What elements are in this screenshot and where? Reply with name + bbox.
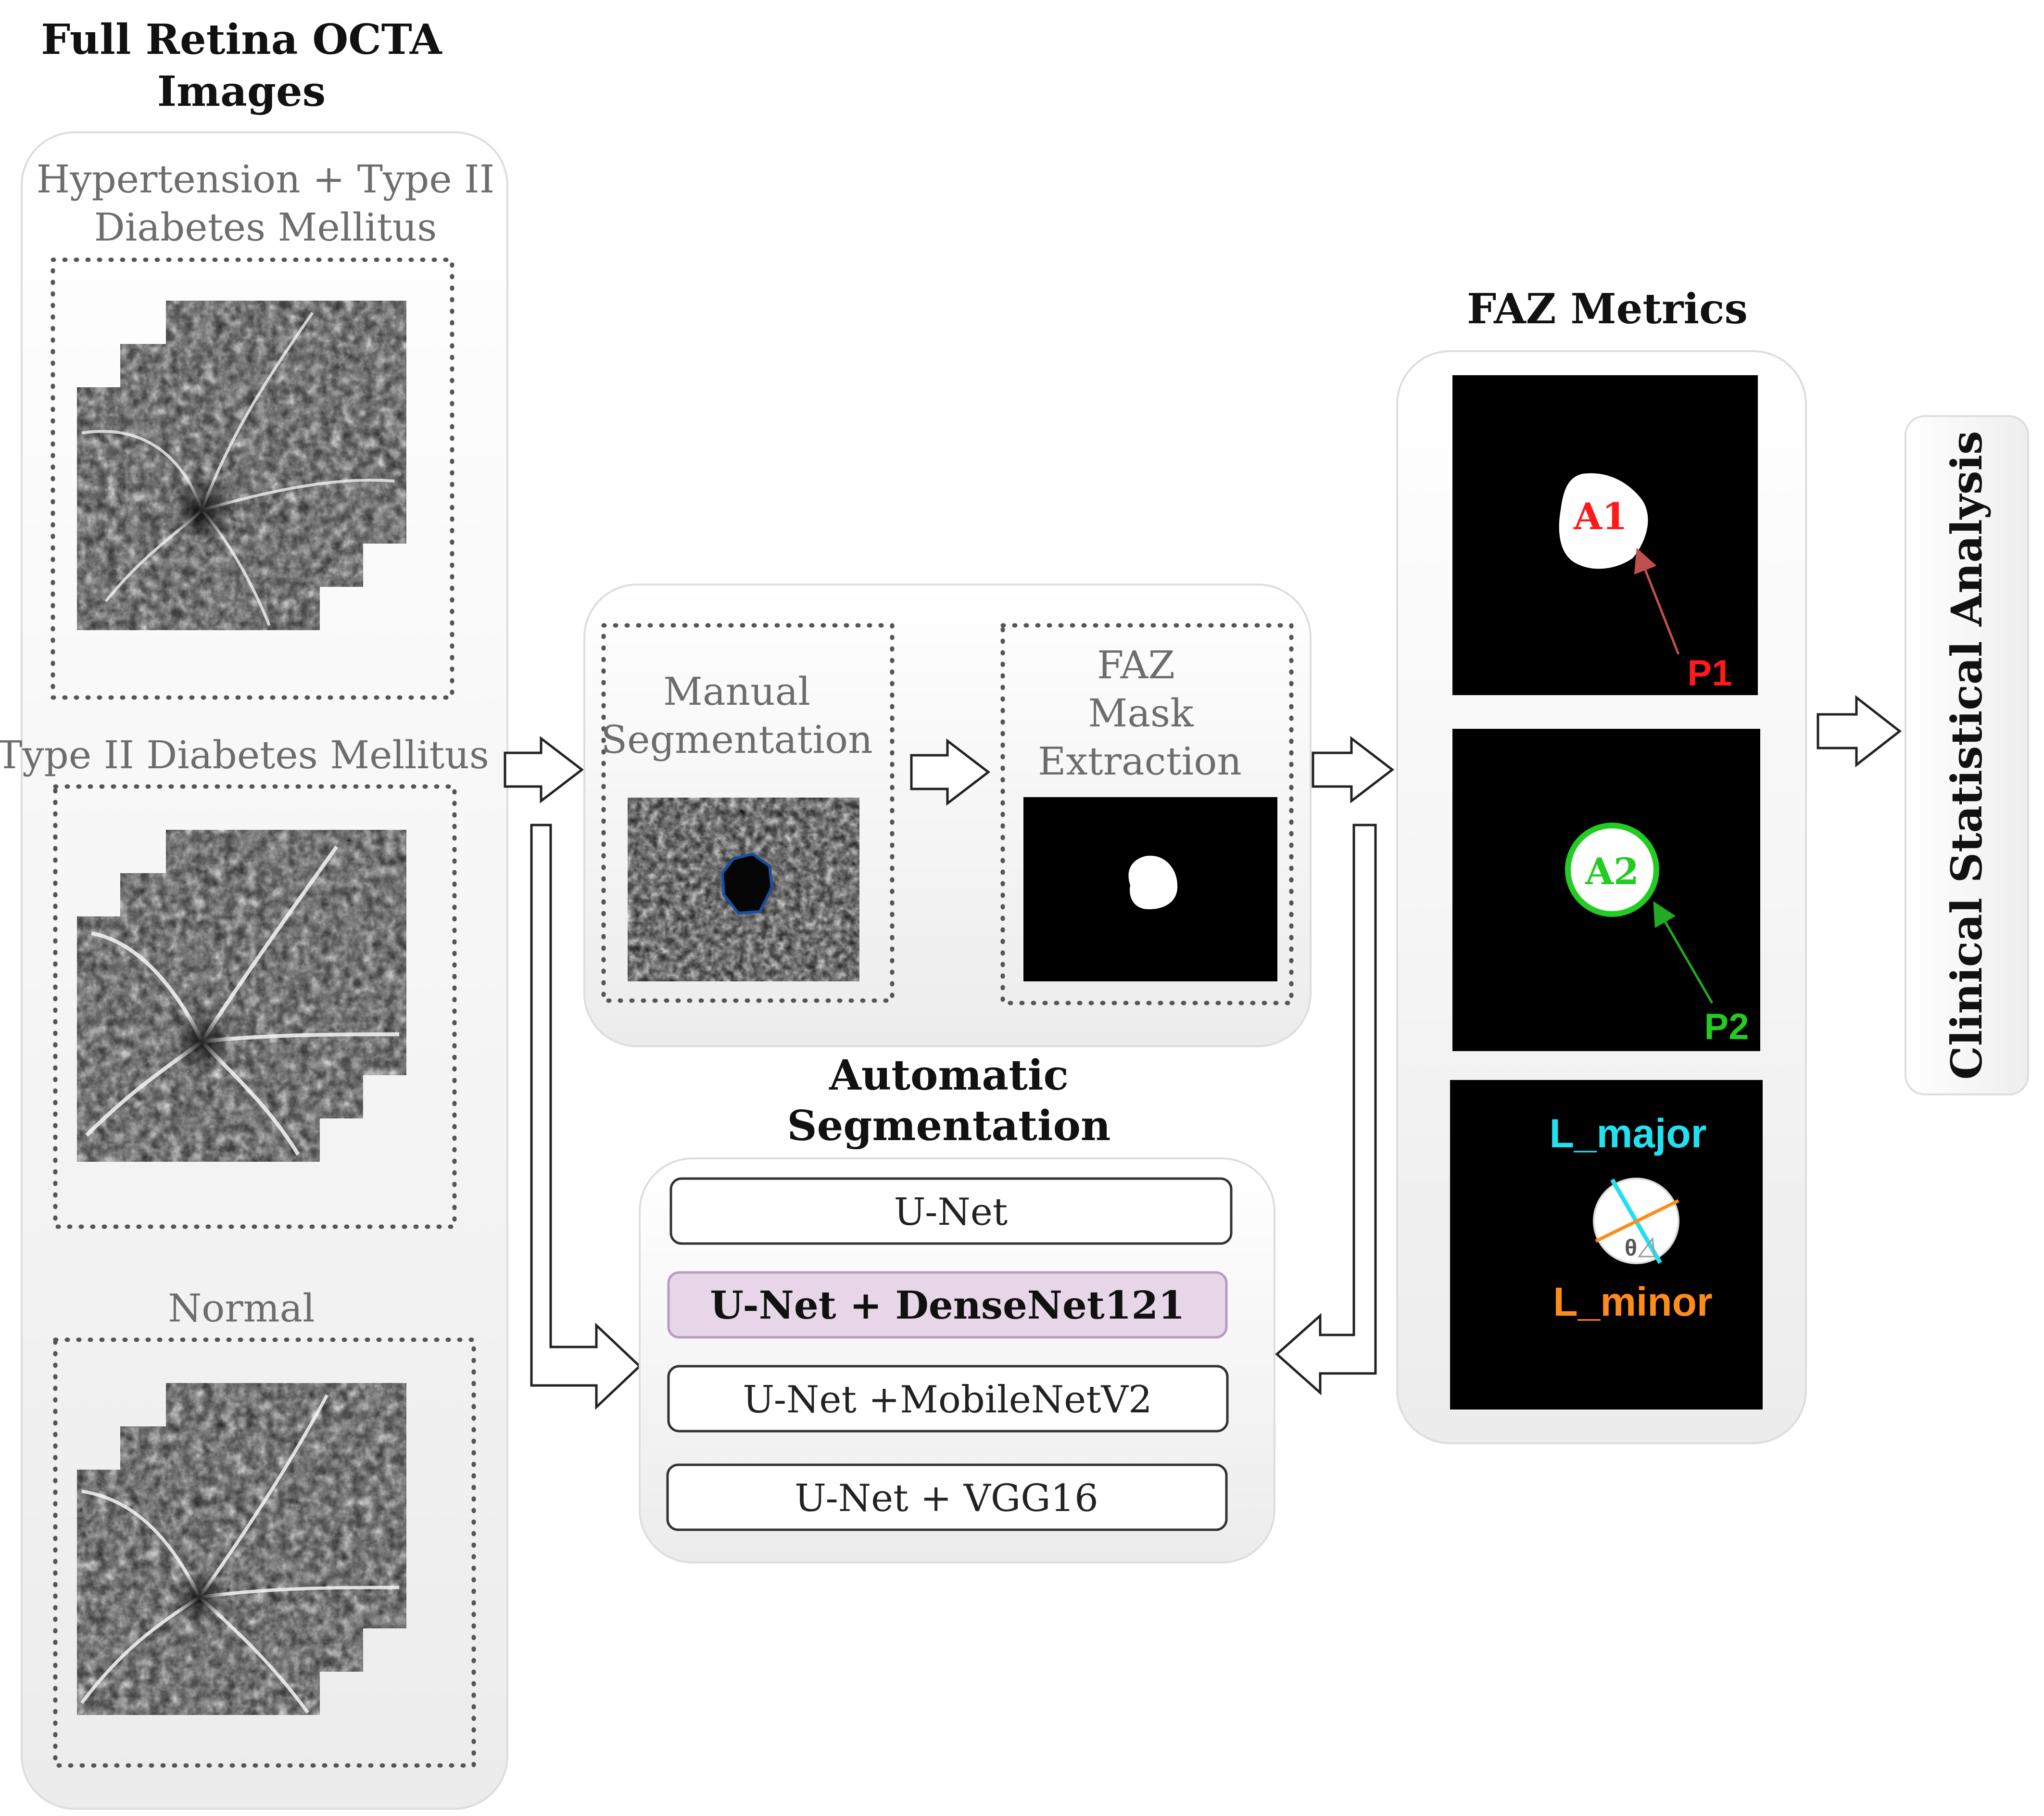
area-label: A1: [1573, 495, 1628, 538]
model-unet: U-Net: [669, 1177, 1233, 1245]
perimeter-arrow-1: [1634, 547, 1680, 655]
group-t2dm-label: Type II Diabetes Mellitus: [0, 733, 489, 777]
faz-label-line3: Extraction: [1038, 739, 1242, 784]
retina-image-hyp: [77, 301, 406, 630]
analysis-label: Clinical Statistical Analysis: [1942, 431, 1992, 1080]
group-normal-frame: [53, 1337, 476, 1768]
faz-mask-frame: [1000, 623, 1294, 1005]
metrics-title: FAZ Metrics: [1467, 285, 1748, 333]
group-normal-label: Normal: [168, 1286, 315, 1331]
group-t2dm-frame: [53, 784, 457, 1229]
arrow-manual-to-faz: [910, 738, 991, 806]
model-unet-vgg16-label: U-Net + VGG16: [795, 1477, 1098, 1520]
manual-label-line2: Segmentation: [601, 717, 872, 762]
analysis-panel: [1905, 415, 2029, 1095]
faz-mask-image: [1023, 797, 1277, 981]
auto-title-line2: Segmentation: [787, 1102, 1111, 1150]
metric-axis-tile: L_major θ L_minor: [1450, 1080, 1763, 1410]
retina-image-t2dm: [77, 830, 406, 1162]
group-hyp-frame: [50, 257, 454, 700]
group-hyp-label-line1: Hypertension + Type II: [37, 157, 495, 202]
model-unet-label: U-Net: [894, 1191, 1008, 1234]
arrow-metrics-to-auto: [1275, 824, 1377, 1396]
perimeter-label-2: P2: [1704, 1006, 1749, 1047]
faz-label-line1: FAZ: [1097, 643, 1175, 687]
manual-seg-frame: [601, 623, 895, 1003]
model-unet-mobilenetv2-label: U-Net +MobileNetV2: [743, 1378, 1152, 1422]
octa-title-line1: Full Retina OCTA: [41, 15, 442, 64]
model-unet-densenet121: U-Net + DenseNet121: [667, 1271, 1228, 1339]
faz-label-line2: Mask: [1088, 691, 1194, 736]
metric-area-tile: A1 P1: [1452, 375, 1758, 695]
angle-marker: [1637, 1237, 1655, 1257]
arrow-octa-to-manual: [504, 736, 584, 804]
retina-image-normal: [77, 1383, 406, 1715]
metric-perimeter-tile: A2 P2: [1452, 729, 1760, 1051]
arrow-octa-to-auto: [530, 824, 642, 1410]
model-unet-densenet121-label: U-Net + DenseNet121: [710, 1283, 1185, 1328]
minor-axis-label: L_minor: [1553, 1279, 1712, 1324]
model-unet-vgg16: U-Net + VGG16: [666, 1463, 1228, 1531]
perimeter-arrow-2: [1653, 901, 1714, 1004]
arrow-faz-to-metrics: [1312, 736, 1395, 804]
perimeter-label-1: P1: [1688, 653, 1732, 694]
group-hyp-label-line2: Diabetes Mellitus: [94, 205, 437, 250]
octa-title-line2: Images: [157, 67, 326, 116]
model-unet-mobilenetv2: U-Net +MobileNetV2: [667, 1365, 1229, 1433]
arrow-metrics-to-analysis: [1817, 695, 1902, 768]
auto-panel: [639, 1157, 1275, 1563]
theta-label: θ: [1625, 1235, 1637, 1261]
area-label-2: A2: [1585, 850, 1639, 893]
manual-label-line1: Manual: [663, 669, 810, 714]
auto-title-line1: Automatic: [829, 1051, 1069, 1100]
manual-seg-image: [628, 798, 859, 981]
major-axis-label: L_major: [1550, 1111, 1707, 1156]
minor-axis-line: [1595, 1199, 1679, 1243]
